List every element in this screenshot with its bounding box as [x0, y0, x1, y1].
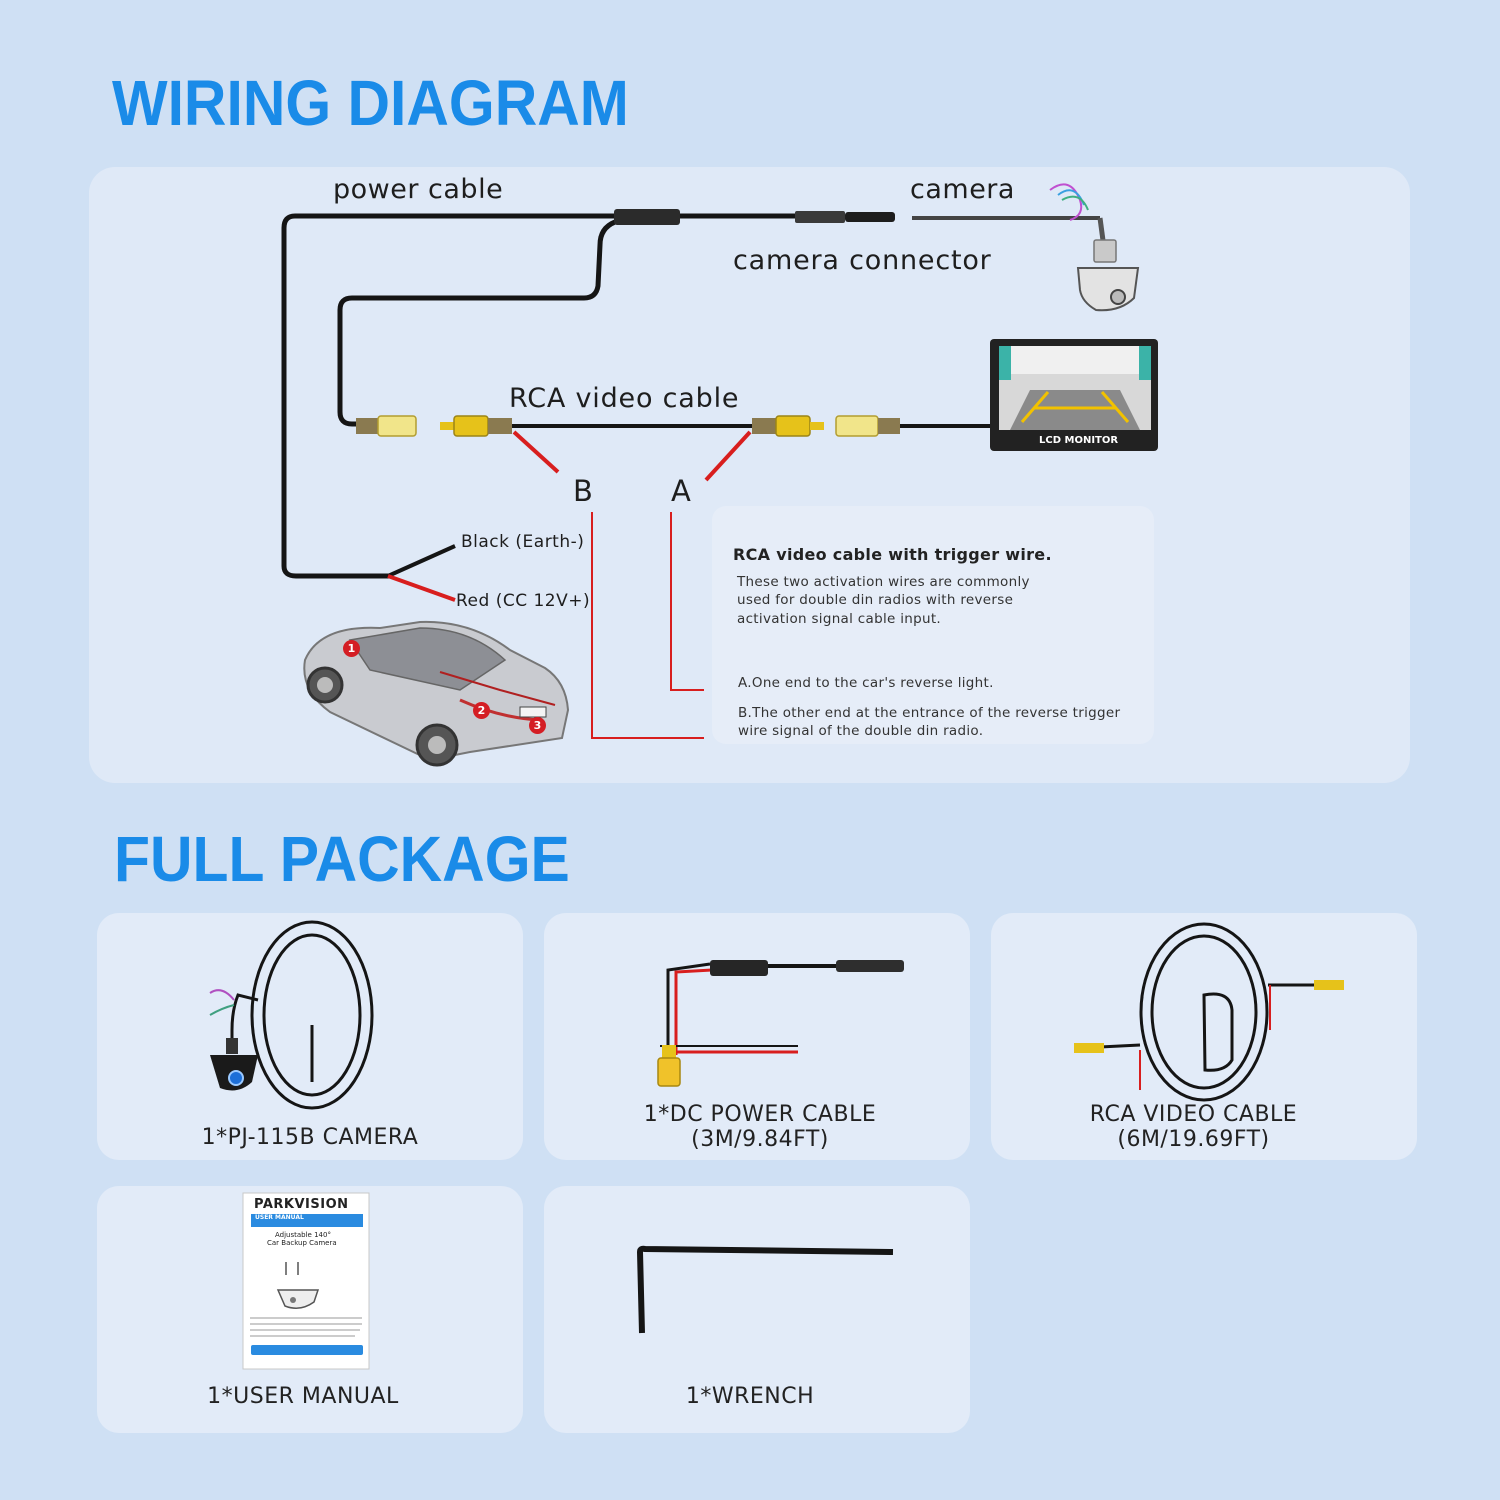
full-package-heading: FULL PACKAGE — [114, 823, 570, 895]
red-12v-label: Red (CC 12V+) — [456, 591, 591, 611]
note-b-line-1: B.The other end at the entrance of the r… — [738, 705, 1121, 721]
caption-camera: 1*PJ-115B CAMERA — [201, 1125, 419, 1150]
trigger-wire-b — [512, 430, 560, 474]
caption-manual: 1*USER MANUAL — [207, 1384, 399, 1409]
caption-power-cable-2: (3M/9.84FT) — [691, 1127, 829, 1152]
rca-male-right — [752, 415, 824, 437]
red-12v-wire — [387, 574, 456, 602]
package-card-power-cable — [544, 913, 970, 1160]
car-marker-2: 2 — [473, 702, 490, 719]
trigger-wire-a — [704, 430, 752, 482]
wiring-diagram-heading: WIRING DIAGRAM — [112, 67, 629, 139]
trigger-note-box — [712, 506, 1154, 744]
note-a: A.One end to the car's reverse light. — [738, 675, 994, 691]
black-earth-wire — [387, 544, 456, 578]
wrench-icon — [636, 1245, 894, 1334]
package-card-camera — [97, 913, 523, 1160]
lcd-monitor-label: LCD MONITOR — [1039, 435, 1119, 446]
power-cable-label: power cable — [333, 174, 504, 205]
wiring-lines — [281, 183, 1158, 767]
rca-male-left — [440, 415, 512, 437]
package-card-wrench — [544, 1186, 970, 1433]
rca-video-cable-label: RCA video cable — [509, 383, 740, 414]
note-body-line-3: activation signal cable input. — [737, 611, 942, 627]
caption-wrench: 1*WRENCH — [685, 1384, 815, 1409]
camera-product — [210, 1038, 258, 1091]
camera-device — [1076, 239, 1140, 312]
note-body-line-1: These two activation wires are commonly — [737, 574, 1030, 590]
car-marker-1: 1 — [343, 640, 360, 657]
camera-coil-icon — [230, 920, 374, 1110]
rca-female-right — [835, 415, 900, 437]
rca-female-left — [356, 415, 417, 437]
power-cable-wire — [281, 213, 615, 579]
note-title: RCA video cable with trigger wire. — [733, 545, 1052, 564]
caption-rca-cable-1: RCA VIDEO CABLE — [1089, 1102, 1298, 1127]
rca-coil-icon — [1099, 922, 1340, 1102]
splitter-block — [614, 209, 680, 225]
manual-band: USER MANUAL — [255, 1214, 304, 1221]
caption-rca-cable-2: (6M/19.69FT) — [1117, 1127, 1270, 1152]
trigger-line-a — [670, 512, 704, 691]
note-b-line-2: wire signal of the double din radio. — [738, 723, 984, 739]
car-marker-3: 3 — [529, 717, 546, 734]
user-manual-booklet — [242, 1192, 370, 1370]
label-b: B — [573, 474, 593, 508]
label-a: A — [671, 474, 691, 508]
lcd-monitor — [990, 339, 1158, 451]
camera-connector-plug — [795, 211, 845, 223]
car-illustration — [303, 620, 570, 767]
dc-power-cable-icon — [657, 960, 904, 1087]
manual-title-1: Adjustable 140° — [275, 1231, 331, 1239]
camera-label: camera — [910, 174, 1015, 205]
power-cable-branch — [337, 219, 617, 427]
black-earth-label: Black (Earth-) — [461, 532, 585, 552]
trigger-line-b — [591, 512, 704, 739]
note-body-line-2: used for double din radios with reverse — [737, 592, 1014, 608]
camera-connector-label: camera connector — [733, 245, 992, 276]
manual-brand: PARKVISION — [254, 1197, 349, 1212]
caption-power-cable-1: 1*DC POWER CABLE — [643, 1102, 877, 1127]
manual-title-2: Car Backup Camera — [267, 1239, 337, 1247]
